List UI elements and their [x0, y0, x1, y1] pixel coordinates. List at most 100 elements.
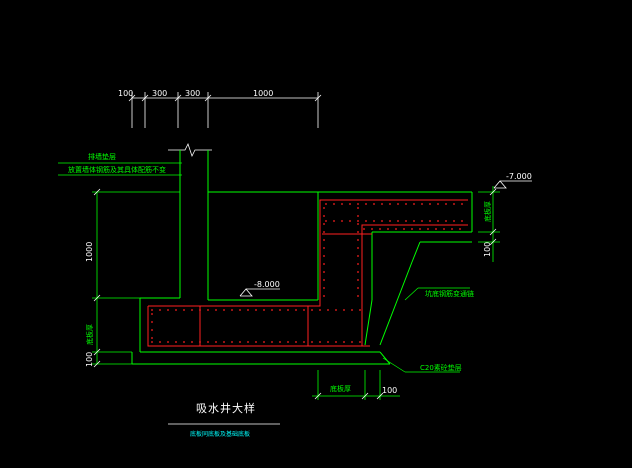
right-dimension-chain — [478, 186, 500, 262]
rebar-dot — [429, 203, 431, 205]
rebar-dot — [231, 309, 233, 311]
rebar-dot — [319, 341, 321, 343]
rebar-dot — [429, 220, 431, 222]
rebar-dot — [343, 309, 345, 311]
rebar-dot — [207, 309, 209, 311]
concrete-blinding-note: C20素砼垫层 — [420, 363, 462, 372]
rebar-dot — [199, 309, 201, 311]
rebar-dot — [325, 220, 327, 222]
rebar-dot — [167, 309, 169, 311]
rebar-dot — [311, 309, 313, 311]
rebar-dot — [357, 220, 359, 222]
elevation-marker-pit — [239, 288, 280, 297]
rebar-dot — [357, 255, 359, 257]
rebar-dot — [323, 287, 325, 289]
rebar-dot — [359, 309, 361, 311]
rebar-dot — [437, 203, 439, 205]
rebar-dot — [373, 203, 375, 205]
rebar-dot — [151, 337, 153, 339]
rebar-dot — [325, 203, 327, 205]
rebar-dot — [295, 341, 297, 343]
rebar-dot — [459, 228, 461, 230]
elevation-marker-top — [493, 180, 532, 189]
rebar-dot — [287, 341, 289, 343]
rebar-dots — [151, 203, 463, 343]
rebar-dot — [215, 341, 217, 343]
rebar-dot — [405, 203, 407, 205]
rebar-dot — [349, 220, 351, 222]
elevation-top: -7.000 — [506, 172, 532, 181]
rebar-dot — [389, 220, 391, 222]
rebar-dot — [357, 271, 359, 273]
rebar-dot — [287, 309, 289, 311]
bottom-dimension-ticks — [314, 392, 384, 400]
rebar-dot — [451, 228, 453, 230]
rebar-dot — [183, 309, 185, 311]
rebar-dot — [437, 220, 439, 222]
wall-top-note: 排墙垫层 — [88, 152, 116, 161]
rebar-dot — [333, 203, 335, 205]
dim-right-slab-thickness: 底板厚 — [483, 201, 492, 222]
rebar-dot — [255, 309, 257, 311]
rebar-dot — [223, 309, 225, 311]
rebar-dot — [357, 231, 359, 233]
rebar-dot — [403, 228, 405, 230]
rebar-dot — [263, 341, 265, 343]
rebar-dot — [395, 228, 397, 230]
rebar-dot — [365, 203, 367, 205]
rebar-dot — [371, 228, 373, 230]
rebar-dot — [381, 203, 383, 205]
dim-right-100: 100 — [483, 242, 492, 257]
rebar-dot — [255, 341, 257, 343]
rebar-dot — [247, 309, 249, 311]
rebar-dot — [341, 203, 343, 205]
rebar-dot — [303, 309, 305, 311]
rebar-dot — [453, 203, 455, 205]
rebar-dot — [239, 309, 241, 311]
rebar-dot — [387, 228, 389, 230]
rebar-dot — [421, 220, 423, 222]
rebar-dot — [357, 223, 359, 225]
drawing-title: 吸水井大样 — [196, 401, 256, 415]
break-line-symbol — [168, 142, 212, 158]
top-dimension-chain — [128, 92, 322, 128]
rebar-dot — [191, 309, 193, 311]
rebar-dot — [231, 341, 233, 343]
rebar-dot — [357, 203, 359, 205]
rebar-dot — [411, 228, 413, 230]
rebar-dot — [357, 239, 359, 241]
rebar-dot — [215, 309, 217, 311]
rebar-dot — [335, 341, 337, 343]
rebar-dot — [159, 341, 161, 343]
rebar-dot — [151, 321, 153, 323]
rebar-dot — [191, 341, 193, 343]
rebar-dot — [311, 341, 313, 343]
rebar-dot — [199, 341, 201, 343]
rebar-dot — [271, 341, 273, 343]
rebar-dot — [333, 220, 335, 222]
rebar-dot — [323, 207, 325, 209]
rebar-dot — [343, 341, 345, 343]
dim-top-100: 100 — [118, 89, 133, 98]
rebar-dot — [357, 263, 359, 265]
rebar-dot — [159, 309, 161, 311]
rebar-dot — [151, 309, 153, 311]
rebar-dot — [421, 203, 423, 205]
rebar-dot — [341, 220, 343, 222]
rebar-dot — [327, 341, 329, 343]
rebar-dot — [303, 341, 305, 343]
drawing-subtitle: 底板同底板及基础底板 — [190, 430, 250, 438]
rebar-dot — [405, 220, 407, 222]
dim-bottom-slab-width: 底板厚 — [330, 384, 351, 393]
rebar-dot — [319, 309, 321, 311]
rebar-dot — [443, 228, 445, 230]
rebar-dot — [445, 203, 447, 205]
rebar-dot — [175, 341, 177, 343]
concrete-note-leader — [382, 357, 460, 373]
rebar-lines — [147, 199, 468, 347]
right-dimension-ticks — [489, 188, 497, 246]
bottom-dimension-chain — [312, 370, 400, 400]
rebar-dot — [323, 271, 325, 273]
dim-left-100: 100 — [85, 352, 94, 367]
